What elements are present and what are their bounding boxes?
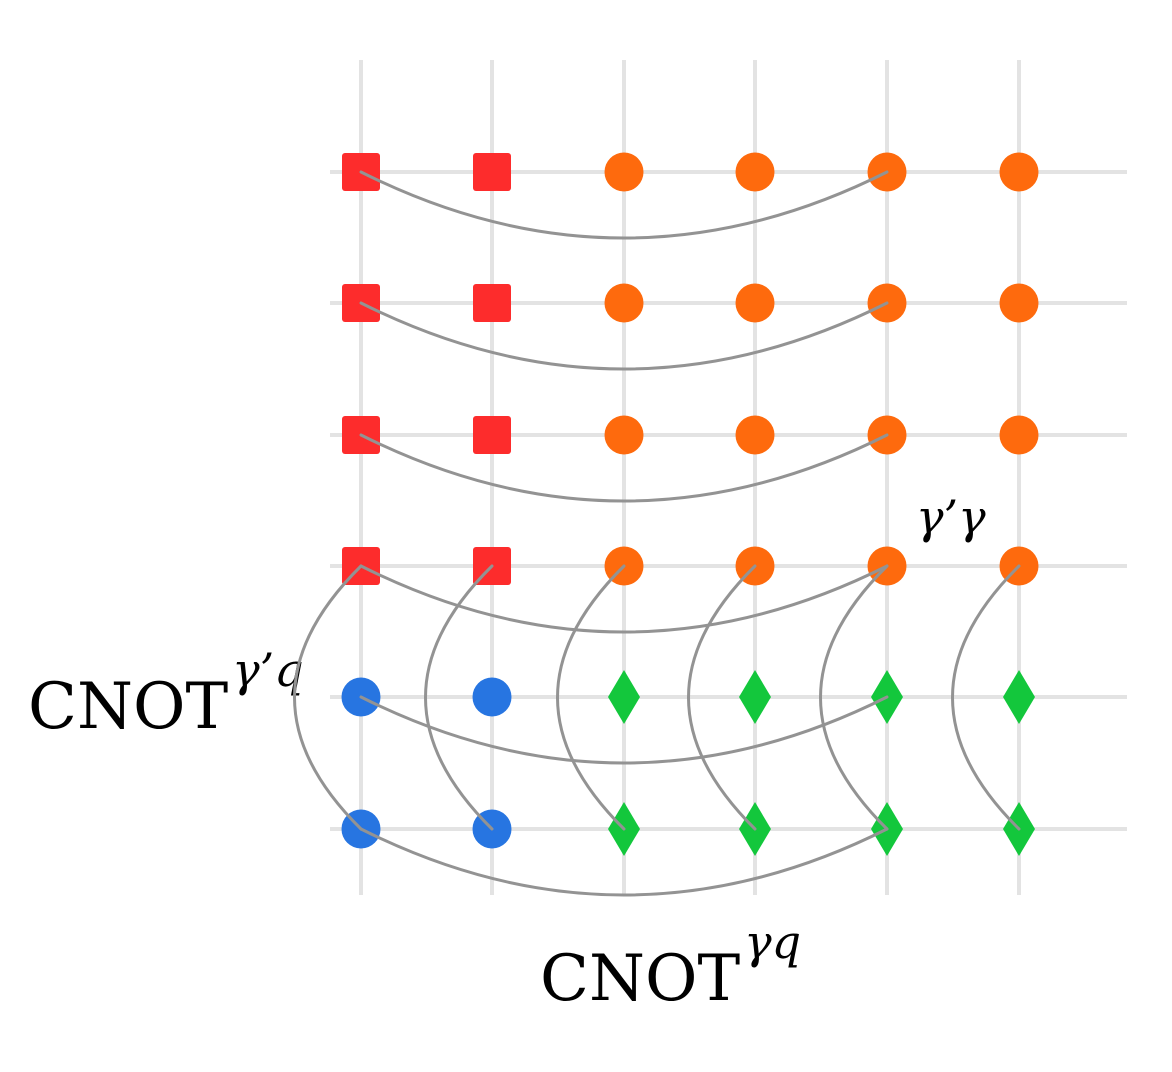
horizontal-coupling-arc-5 xyxy=(359,827,889,897)
vertical-coupling-arc-1 xyxy=(424,564,494,831)
label-cnot-gamma-q-sup: γq xyxy=(744,915,801,969)
label-gamma-prime-gamma: γ’γ xyxy=(916,490,986,544)
node-orange-circle-r1-c3 xyxy=(735,283,775,323)
vertical-coupling-arc-4 xyxy=(819,564,889,831)
node-orange-circle-r2-c3 xyxy=(735,415,775,455)
horizontal-coupling-arc-1 xyxy=(359,301,889,371)
horizontal-coupling-arc-0 xyxy=(359,170,889,240)
horizontal-coupling-arc-3 xyxy=(359,564,889,634)
node-orange-circle-r2-c2 xyxy=(604,415,644,455)
node-red-square-r1-c1 xyxy=(473,284,511,322)
node-green-diamond-r4-c2 xyxy=(608,670,640,724)
node-red-square-r0-c1 xyxy=(473,153,511,191)
coupling-arcs xyxy=(293,170,1021,897)
label-cnot-gamma-prime-q-base: CNOT xyxy=(28,670,228,744)
vertical-coupling-arc-3 xyxy=(687,564,757,831)
label-cnot-gamma-prime-q: CNOTγ’q xyxy=(28,643,304,744)
node-green-diamond-r4-c3 xyxy=(739,670,771,724)
node-orange-circle-r0-c5 xyxy=(999,152,1039,192)
horizontal-coupling-arc-4 xyxy=(359,695,889,765)
vertical-coupling-arc-2 xyxy=(556,564,626,831)
node-red-square-r2-c1 xyxy=(473,416,511,454)
label-cnot-gamma-q-base: CNOT xyxy=(540,942,740,1016)
grid-lines xyxy=(330,60,1127,895)
horizontal-coupling-arc-2 xyxy=(359,433,889,503)
label-cnot-gamma-q: CNOTγq xyxy=(540,915,801,1016)
vertical-coupling-arc-5 xyxy=(951,564,1021,831)
node-orange-circle-r2-c5 xyxy=(999,415,1039,455)
node-orange-circle-r0-c3 xyxy=(735,152,775,192)
label-cnot-gamma-prime-q-sup: γ’q xyxy=(232,643,304,697)
node-orange-circle-r0-c2 xyxy=(604,152,644,192)
node-green-diamond-r4-c5 xyxy=(1003,670,1035,724)
node-orange-circle-r1-c5 xyxy=(999,283,1039,323)
node-orange-circle-r1-c2 xyxy=(604,283,644,323)
node-blue-circle-r4-c1 xyxy=(472,677,512,717)
vertical-coupling-arc-0 xyxy=(293,564,363,831)
